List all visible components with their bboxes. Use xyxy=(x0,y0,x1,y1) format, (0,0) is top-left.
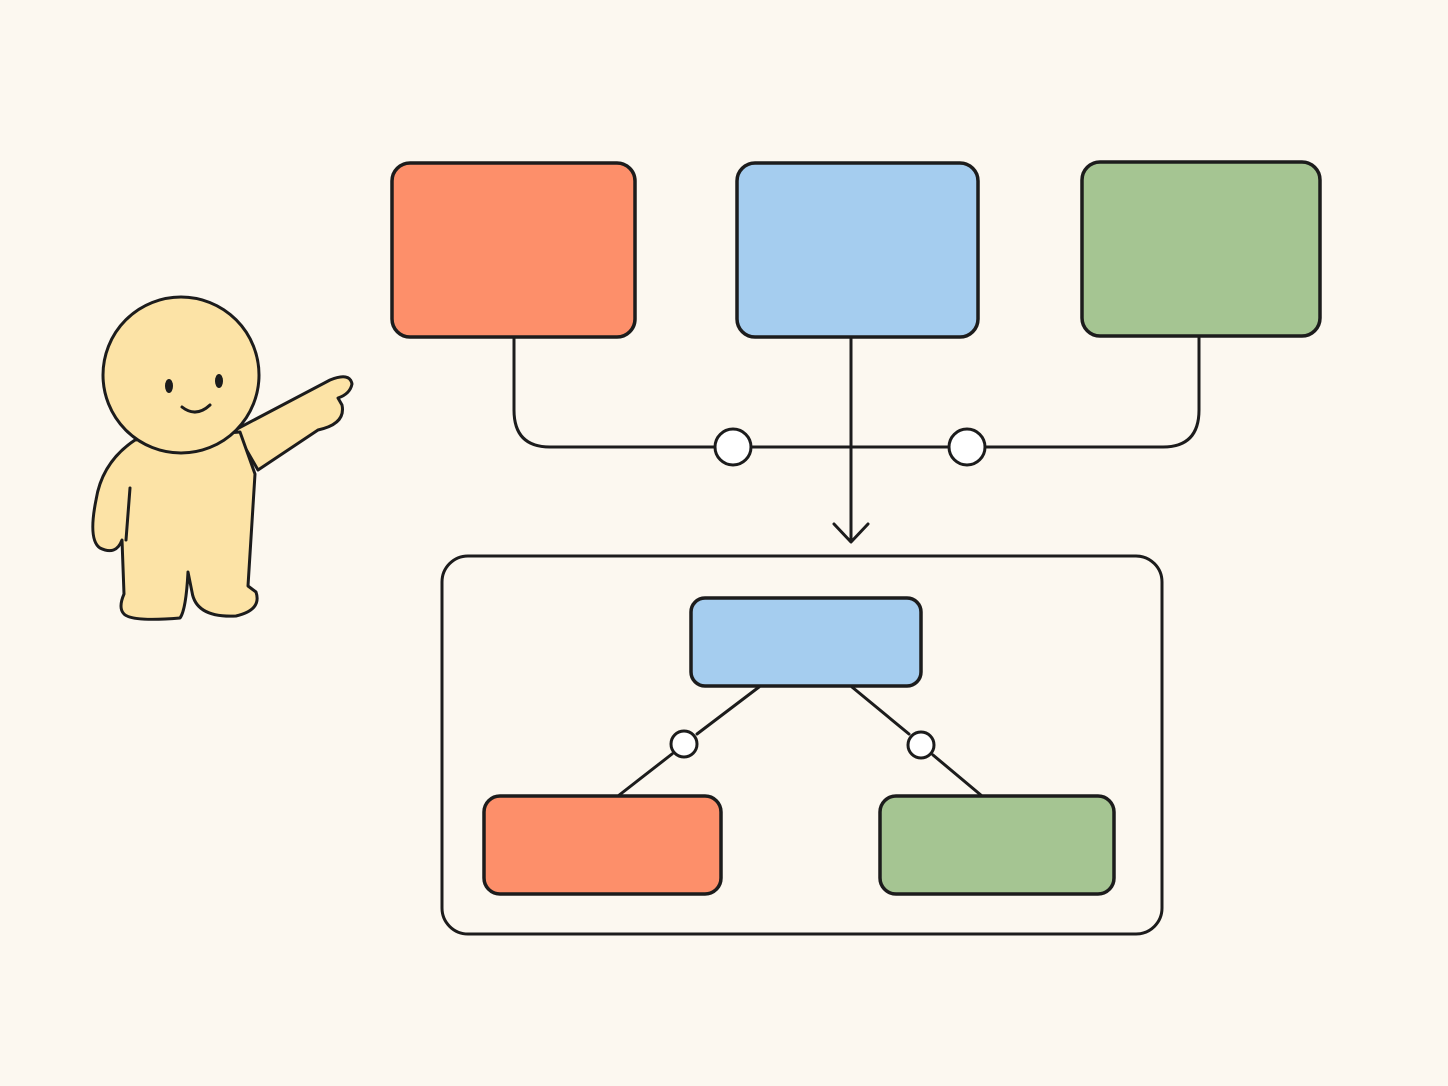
merge-connectors xyxy=(512,336,1201,544)
top-box-blue xyxy=(735,161,980,339)
character-eye-left xyxy=(165,379,173,393)
tree-child-box-green xyxy=(878,794,1116,896)
pointing-person-icon xyxy=(91,295,354,621)
character-smile xyxy=(180,403,212,414)
tree-line-left-lower xyxy=(616,752,674,798)
character-body xyxy=(91,430,259,621)
character-arm-detail xyxy=(124,486,132,542)
arrow-head-icon xyxy=(832,522,870,544)
merge-node-left xyxy=(713,427,753,467)
tree-line-left-upper xyxy=(695,685,761,736)
tree-node-right xyxy=(906,730,936,760)
tree-root-box-blue xyxy=(689,596,923,688)
tree-connectors xyxy=(616,685,984,798)
tree-line-right-upper xyxy=(850,685,911,736)
tree-child-box-orange xyxy=(482,794,723,896)
tree-line-right-lower xyxy=(931,753,984,798)
character-eye-right xyxy=(215,374,223,388)
top-box-orange xyxy=(390,161,637,339)
tree-node-left xyxy=(669,729,699,759)
character-arm xyxy=(233,375,354,472)
connector-orange-to-bus xyxy=(512,336,717,449)
connector-green-to-bus xyxy=(983,336,1201,449)
container-frame xyxy=(440,554,1164,936)
character-head xyxy=(101,295,261,455)
top-box-green xyxy=(1080,160,1322,338)
merge-node-right xyxy=(947,427,987,467)
